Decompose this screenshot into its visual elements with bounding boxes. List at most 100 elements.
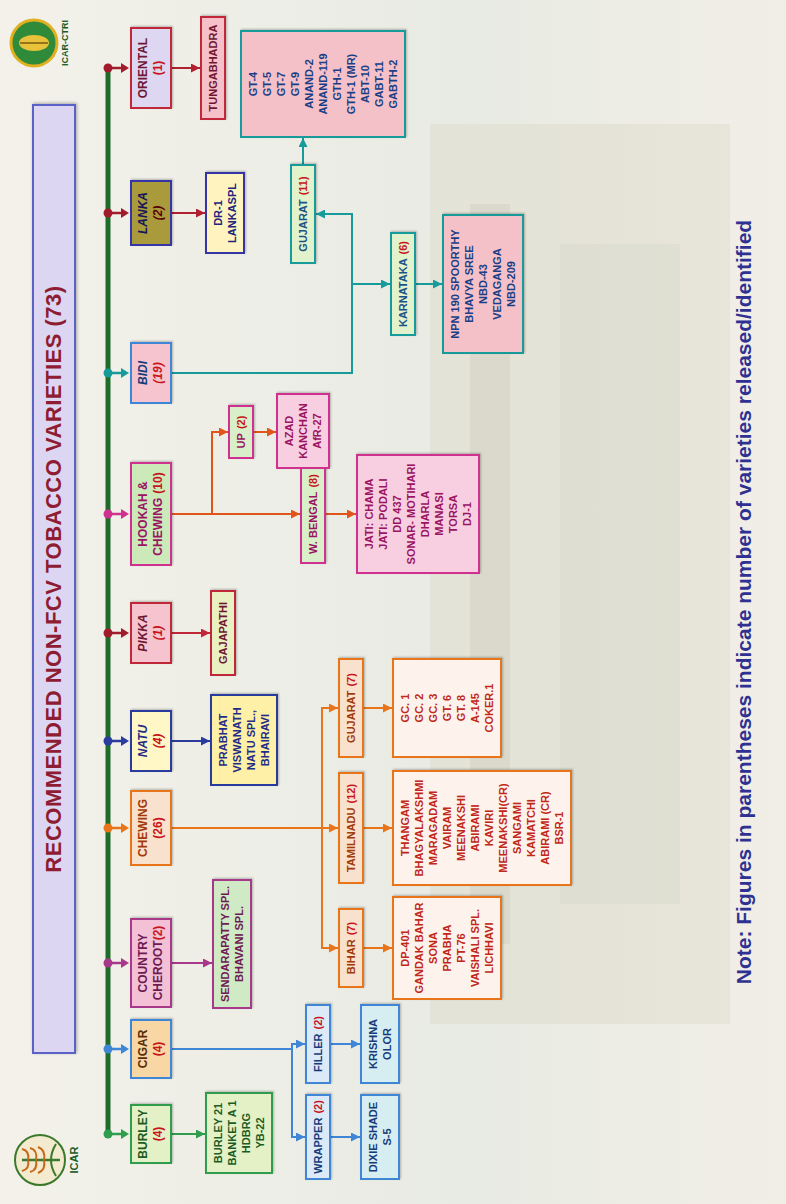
node-text: BHAVANI SPL. [232, 884, 246, 1004]
stem-dot [104, 824, 113, 833]
connector-arrow [326, 513, 356, 515]
node-text: GC. 3 [426, 663, 440, 753]
node-text: ABIRAMI (CR) [538, 775, 552, 881]
node-text: GAJAPATHI [216, 595, 230, 671]
node-text: PRABHA [440, 901, 454, 995]
node-text: NATU [136, 715, 151, 767]
node-text: NBD-209 [504, 219, 518, 349]
node-text: NBD-43 [476, 219, 490, 349]
variety-box: NPN 190 SPOORTHYBHAVYA SREENBD-43VEDAGAN… [442, 214, 524, 354]
count-text: (2) [151, 185, 166, 241]
node-text: MEENAKSHI [454, 775, 468, 881]
variety-box: DR-1LANKASPL [205, 172, 245, 254]
node-text: GT-9 [288, 35, 302, 133]
node-text: AZAD KANCHAN [282, 398, 310, 464]
connector-arrow [364, 707, 392, 709]
count-text: (12) [345, 784, 357, 804]
category-box: CIGAR(4) [130, 1019, 172, 1079]
node-text: DJ-1 [460, 459, 474, 569]
category-box: CHEWING(26) [130, 790, 172, 866]
node-text: BURLEY [136, 1109, 151, 1159]
node-text: TORSA [446, 459, 460, 569]
node-text: FILLER [312, 1033, 324, 1072]
tobacco-leaf [19, 35, 49, 51]
node-text: DP-401 [398, 901, 412, 995]
node-text: PIKKA [136, 607, 151, 659]
node-text: GT. 6 [440, 663, 454, 753]
node-text: VAIRAM [440, 775, 454, 881]
node-text: DD 437 [390, 459, 404, 569]
node-text: GUJARAT [345, 691, 357, 743]
count-text: (7) [345, 673, 357, 686]
note-caption: Note: Figures in parentheses indicate nu… [732, 90, 756, 1114]
connector-arrow [364, 827, 392, 829]
stem-dot [104, 209, 113, 218]
node-text: SENDARAPATTY SPL. [218, 884, 232, 1004]
node-text: YB-22 [253, 1097, 267, 1169]
variety-box: GT-4GT-5GT-7GT-9ANAND-2ANAND-119GTH-1GTH… [240, 30, 406, 138]
node-text: SONAR- MOTIHARI [404, 459, 418, 569]
node-text: ABIRAMI [468, 775, 482, 881]
count-text: (4) [151, 1024, 166, 1074]
stem-dot [104, 1130, 113, 1139]
category-box: HOOKAH & CHEWING(10) [130, 462, 172, 566]
stem-arrowhead [121, 1044, 129, 1054]
count-text: (1) [151, 607, 166, 659]
node-text: GTH-1 [330, 35, 344, 133]
node-text: DHARLA [418, 459, 432, 569]
connector-arrow [172, 962, 212, 964]
variety-box: GAJAPATHI [210, 590, 236, 676]
lawn-shade [560, 244, 680, 904]
node-text: MANASI [432, 459, 446, 569]
category-box: ORIENTAL(1) [130, 27, 172, 109]
node-text: TAMILNADU [345, 808, 357, 873]
category-box: GUJARAT (7) [338, 658, 364, 758]
node-text: COKER.1 [482, 663, 496, 753]
node-text: GABT-11 [372, 35, 386, 133]
node-text: GT-4 [246, 35, 260, 133]
node-text: KRISHNA [366, 1009, 380, 1079]
category-box: PIKKA(1) [130, 602, 172, 664]
category-box: TAMILNADU (12) [338, 772, 364, 884]
connector-arrow [172, 740, 210, 742]
node-text: SONA [426, 901, 440, 995]
stem-arrowhead [121, 208, 129, 218]
node-text: SANGAMI [510, 775, 524, 881]
node-text: CIGAR [136, 1024, 151, 1074]
variety-box: AZAD KANCHANAfR-27 [276, 393, 330, 469]
node-text: GANDAK BAHAR [412, 901, 426, 995]
node-text: JATI: CHAMA [362, 459, 376, 569]
count-text: (19) [151, 347, 166, 399]
icar-logo [15, 1135, 65, 1185]
node-text: GT. 8 [454, 663, 468, 753]
node-text: VISWANATH [230, 699, 244, 781]
count-text: (8) [307, 474, 319, 487]
connector-arrow [302, 138, 304, 164]
node-text: KAMATCHI [524, 775, 538, 881]
connector-arrow [254, 431, 276, 433]
node-text: ABT-10 [358, 35, 372, 133]
variety-box: TUNGABHADRA [200, 16, 226, 120]
count-text: (10) [151, 472, 165, 493]
wheat-grains [22, 1147, 44, 1173]
connector-arrow [172, 432, 228, 514]
count-text: (1) [151, 32, 166, 104]
count-text: (2) [312, 1100, 324, 1113]
node-text: BANKET A 1 [225, 1097, 239, 1169]
node-text: MEENAKSHI(CR) [496, 775, 510, 881]
node-text: HDBRG [239, 1097, 253, 1169]
logo-disc [11, 20, 57, 66]
node-text: W. BENGAL [307, 492, 319, 554]
node-text: S-5 [380, 1099, 394, 1175]
connector-arrow [172, 1133, 205, 1135]
category-box: FILLER(2) [305, 1004, 331, 1084]
connector-arrow [364, 947, 392, 949]
node-text: TUNGABHADRA [206, 21, 220, 115]
wheat-leaf [51, 1144, 56, 1176]
node-text: BHAVYA SREE [462, 219, 476, 349]
node-text: ORIENTAL [136, 32, 151, 104]
node-text: KAVIRI [482, 775, 496, 881]
node-text: GABTH-2 [386, 35, 400, 133]
stem-dot [104, 64, 113, 73]
